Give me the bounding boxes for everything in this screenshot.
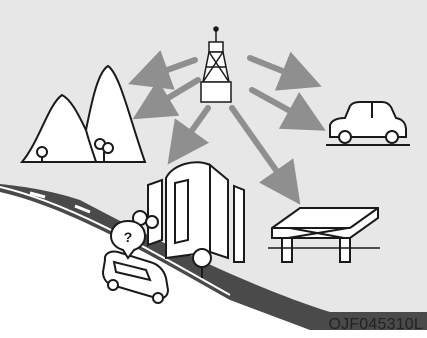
overpass-bridge-icon	[268, 208, 380, 262]
signal-arrow-to-mountain-side	[148, 80, 198, 110]
signal-arrow-to-sky	[250, 58, 305, 80]
signal-arrow-to-parked-car	[252, 90, 310, 122]
car-icon	[326, 102, 410, 145]
mountain-icon	[22, 66, 145, 162]
figure-code: OJF045310L	[328, 316, 423, 334]
question-mark: ?	[124, 229, 133, 245]
signal-arrow-to-mountain-top	[145, 60, 195, 78]
signal-arrow-to-buildings	[178, 108, 208, 150]
signal-arrow-to-overpass	[232, 108, 290, 190]
radio-tower-icon	[201, 27, 231, 102]
